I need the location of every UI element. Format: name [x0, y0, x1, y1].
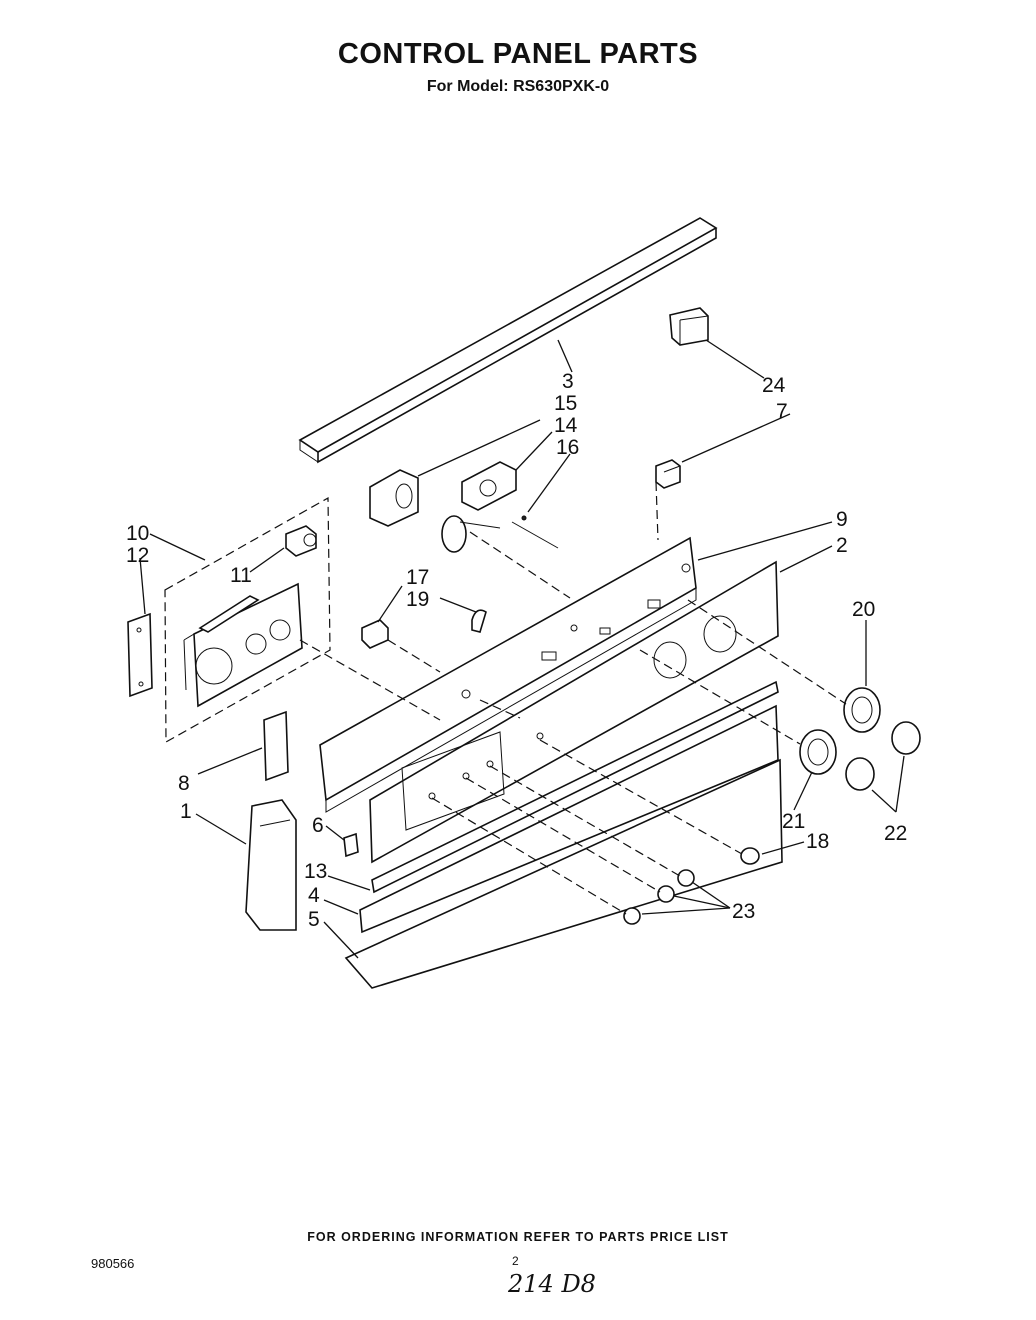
part-16-lamp [441, 515, 559, 553]
callout-18: 18 [806, 830, 829, 853]
part-12-bracket [127, 612, 153, 698]
callout-21: 21 [782, 810, 805, 833]
part-21-bezel [799, 729, 837, 775]
part-14-switch [461, 461, 517, 511]
callout-labels: 3 15 14 16 24 7 9 2 10 12 11 17 19 20 8 … [126, 370, 907, 931]
callout-20: 20 [852, 598, 875, 621]
part-17-switch [361, 619, 389, 649]
callout-3: 3 [562, 370, 574, 393]
part-23-knobs [623, 869, 695, 925]
part-10-clock-assembly [164, 496, 331, 744]
page-title: CONTROL PANEL PARTS [337, 38, 699, 70]
callout-17: 17 [406, 566, 429, 589]
part-5-strip [344, 758, 783, 989]
ordering-note: FOR ORDERING INFORMATION REFER TO PARTS … [307, 1230, 729, 1244]
part-1-cover [245, 799, 297, 931]
part-8-bracket [263, 710, 289, 782]
part-22-knob-a [891, 721, 921, 755]
callout-6: 6 [312, 814, 324, 837]
callout-11: 11 [230, 564, 252, 587]
callout-4: 4 [308, 884, 320, 907]
callout-13: 13 [304, 860, 327, 883]
assembly-lines [299, 481, 847, 915]
part-4-strip [359, 704, 779, 934]
document-number: 980566 [91, 1256, 135, 1271]
part-20-bezel [843, 687, 881, 733]
leader-lines [139, 339, 905, 959]
model-subtitle: For Model: RS630PXK-0 [426, 78, 610, 95]
part-9-backplate [319, 536, 697, 813]
part-13-strip [371, 680, 779, 894]
callout-14: 14 [554, 414, 578, 437]
page-number: 2 [512, 1254, 519, 1268]
callout-15: 15 [554, 392, 577, 415]
part-6-clip [343, 832, 359, 858]
part-15-switch [369, 469, 419, 527]
callout-23: 23 [732, 900, 755, 923]
callout-1: 1 [180, 800, 192, 823]
callout-19: 19 [406, 588, 429, 611]
part-19-clip [471, 609, 487, 633]
part-2-front-panel [369, 560, 779, 864]
callout-2: 2 [836, 534, 848, 557]
part-24-clip [669, 307, 709, 346]
callout-24: 24 [762, 374, 786, 397]
callout-9: 9 [836, 508, 848, 531]
part-18-knob [740, 847, 760, 865]
callout-16: 16 [556, 436, 579, 459]
callout-8: 8 [178, 772, 190, 795]
part-7-connector [655, 459, 681, 489]
part-11-knob [285, 525, 317, 557]
callout-22: 22 [884, 822, 907, 845]
handwritten-note: 214 D8 [508, 1270, 596, 1298]
part-22-knob-b [845, 757, 875, 791]
callout-10: 10 [126, 522, 149, 545]
callout-7: 7 [776, 400, 788, 423]
part-3-trim-strip [298, 217, 718, 464]
callout-5: 5 [308, 908, 320, 931]
callout-12: 12 [126, 544, 149, 567]
